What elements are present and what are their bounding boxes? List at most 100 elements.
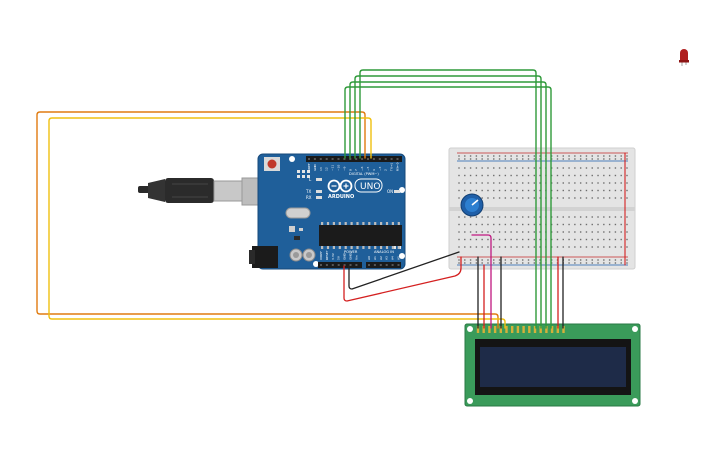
lcd-pin[interactable]	[533, 326, 537, 333]
uno-badge	[354, 178, 383, 193]
breadboard[interactable]	[448, 147, 636, 270]
usb-jack	[241, 177, 261, 206]
digital-pin-hole[interactable]	[337, 158, 340, 160]
arduino-uno-board[interactable]: L TX RX ON UNO ARDUINO DIGITAL (PWM~) AR…	[249, 153, 406, 270]
digital-pin-label: TX→1	[390, 163, 394, 172]
wire-green-4[interactable]	[359, 69, 537, 329]
mounting-hole	[632, 398, 638, 404]
digital-pin-hole[interactable]	[361, 158, 364, 160]
red-led[interactable]	[679, 49, 689, 66]
digital-pin-hole[interactable]	[355, 158, 358, 160]
digital-pin-label: ~11	[331, 165, 335, 171]
digital-pin-hole[interactable]	[331, 158, 334, 160]
digital-pin-hole[interactable]	[396, 158, 399, 160]
wire-red-5v[interactable]	[343, 256, 462, 302]
lcd-pin[interactable]	[522, 326, 525, 333]
wire-green-1[interactable]	[344, 86, 552, 329]
power-pin-label: 3.3V	[331, 252, 335, 260]
power-pin-hole[interactable]	[349, 264, 352, 266]
analog-pin-label: A3	[385, 256, 389, 260]
power-pin-label: GND	[343, 252, 347, 260]
lcd-pin[interactable]	[482, 326, 485, 333]
mounting-hole	[313, 261, 319, 267]
led-body	[680, 49, 688, 62]
analog-pin-hole[interactable]	[368, 264, 370, 266]
power-pin-hole[interactable]	[325, 264, 328, 266]
wire-black-gnd[interactable]	[348, 251, 460, 290]
wire-green-2[interactable]	[349, 81, 547, 329]
digital-pin-hole[interactable]	[378, 158, 381, 160]
digital-pin-hole[interactable]	[319, 158, 322, 160]
power-pin-label: IOREF	[319, 251, 323, 260]
lcd-pin[interactable]	[493, 326, 497, 333]
digital-pin-hole[interactable]	[325, 158, 328, 160]
analog-pin-hole[interactable]	[391, 264, 394, 266]
arduino-model: UNO	[360, 182, 380, 192]
rx-led	[316, 196, 322, 199]
digital-pin-hole[interactable]	[367, 158, 369, 160]
lcd-16x2-module[interactable]	[464, 323, 641, 407]
digital-pin-label: ~5	[366, 166, 370, 171]
analog-pin-label: A4	[391, 256, 395, 260]
lcd-pin[interactable]	[545, 326, 548, 333]
analog-pin-hole[interactable]	[397, 264, 400, 266]
power-pin-hole[interactable]	[320, 264, 322, 266]
digital-pin-hole[interactable]	[384, 158, 387, 160]
power-pin-hole[interactable]	[355, 264, 358, 266]
digital-pin-hole[interactable]	[390, 158, 393, 160]
lcd-pin[interactable]	[539, 326, 542, 333]
lcd-pin[interactable]	[516, 326, 520, 333]
l-led	[316, 178, 322, 181]
lcd-pin[interactable]	[499, 326, 502, 333]
wire-orange[interactable]	[36, 111, 499, 329]
usb-cable[interactable]	[138, 177, 261, 206]
digital-pin-label: 4	[372, 169, 376, 171]
wires	[36, 69, 626, 329]
analog-pin-header[interactable]	[366, 262, 401, 268]
potentiometer[interactable]	[460, 193, 484, 217]
wire-yellow[interactable]	[48, 117, 506, 329]
mounting-hole	[467, 398, 473, 404]
lcd-pin[interactable]	[488, 326, 491, 333]
lcd-pin[interactable]	[562, 326, 565, 333]
digital-pin-label: 7	[354, 169, 358, 171]
analog-pin-hole[interactable]	[379, 264, 382, 266]
digital-header-label: DIGITAL (PWM~)	[349, 172, 379, 176]
digital-pin-hole[interactable]	[372, 158, 375, 160]
power-pin-label: RESET	[325, 250, 329, 260]
wire-pink[interactable]	[471, 234, 492, 329]
digital-pin-hole[interactable]	[308, 158, 310, 160]
lcd-pin[interactable]	[505, 326, 508, 333]
l-label: L	[309, 177, 312, 182]
digital-pin-header[interactable]	[306, 156, 402, 162]
digital-pin-hole[interactable]	[313, 158, 316, 160]
power-pin-hole[interactable]	[337, 264, 340, 266]
lcd-pin[interactable]	[528, 326, 531, 333]
analog-header-label: ANALOG IN	[374, 250, 394, 254]
analog-pin-hole[interactable]	[373, 264, 376, 266]
analog-pin-label: A0	[367, 256, 371, 260]
analog-pin-hole[interactable]	[385, 264, 388, 266]
digital-pin-hole[interactable]	[349, 158, 352, 160]
reset-button-cap[interactable]	[267, 159, 277, 169]
digital-pin-label: 12	[325, 167, 329, 171]
usb-plug-body	[165, 178, 214, 203]
lcd-pin[interactable]	[476, 326, 480, 333]
digital-pin-hole[interactable]	[343, 158, 346, 160]
usb-cable-tail	[138, 186, 150, 193]
lcd-pin[interactable]	[556, 326, 559, 333]
digital-pin-label: ~9	[342, 166, 346, 171]
on-led	[394, 190, 400, 193]
power-pin-hole[interactable]	[331, 264, 334, 266]
mounting-hole	[632, 326, 638, 332]
wire-green-3[interactable]	[354, 75, 542, 329]
rx-label: RX	[306, 195, 312, 200]
lcd-pin[interactable]	[511, 326, 514, 333]
mounting-hole	[399, 253, 405, 259]
lcd-pin[interactable]	[550, 326, 554, 333]
usb-strain-relief	[148, 179, 165, 202]
power-pin-header[interactable]	[318, 262, 362, 268]
power-pin-hole[interactable]	[343, 264, 346, 266]
mounting-hole	[399, 187, 405, 193]
